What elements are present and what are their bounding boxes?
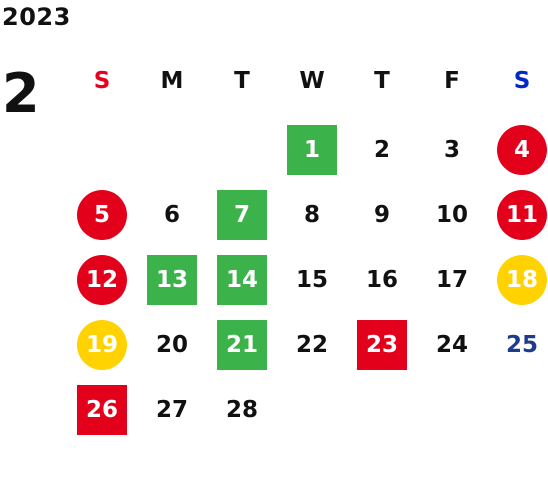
day-2: 2 [373, 137, 390, 163]
day-7: 7 [217, 190, 267, 240]
day-13: 13 [147, 255, 197, 305]
day-cell: 17 [417, 255, 487, 305]
week-row: 12 13 14 15 16 17 18 [67, 255, 548, 305]
calendar-year: 2023 [2, 3, 71, 31]
week-row: 5 6 7 8 9 10 11 [67, 190, 548, 240]
day-21: 21 [217, 320, 267, 370]
day-cell: 24 [417, 320, 487, 370]
day-20: 20 [155, 332, 188, 358]
week-row: 19 20 21 22 23 24 25 [67, 320, 548, 370]
weekday-thursday: T [374, 68, 390, 94]
day-cell: 6 [137, 190, 207, 240]
day-6: 6 [163, 202, 180, 228]
day-19: 19 [77, 320, 127, 370]
weekday-friday: F [444, 68, 460, 94]
day-cell: 2 [347, 125, 417, 175]
weekday-tuesday: T [234, 68, 250, 94]
day-cell: 28 [207, 385, 277, 435]
weekday-wednesday: W [299, 68, 325, 94]
day-cell: 3 [417, 125, 487, 175]
day-cell [417, 385, 487, 435]
day-cell [207, 125, 277, 175]
day-4: 4 [497, 125, 547, 175]
day-cell: 20 [137, 320, 207, 370]
day-cell [277, 385, 347, 435]
day-cell: 5 [67, 190, 137, 240]
day-cell [347, 385, 417, 435]
day-cell: 14 [207, 255, 277, 305]
day-cell: 27 [137, 385, 207, 435]
day-3: 3 [443, 137, 460, 163]
weekday-sunday: S [93, 68, 111, 94]
day-cell [487, 385, 548, 435]
day-18: 18 [497, 255, 547, 305]
day-cell: 13 [137, 255, 207, 305]
day-23: 23 [357, 320, 407, 370]
day-25: 25 [505, 332, 538, 358]
day-cell: 10 [417, 190, 487, 240]
day-cell: 7 [207, 190, 277, 240]
day-12: 12 [77, 255, 127, 305]
day-cell: 19 [67, 320, 137, 370]
day-24: 24 [435, 332, 468, 358]
day-14: 14 [217, 255, 267, 305]
day-22: 22 [295, 332, 328, 358]
day-cell: 8 [277, 190, 347, 240]
day-cell: 16 [347, 255, 417, 305]
week-row: 26 27 28 [67, 385, 548, 435]
day-cell: 9 [347, 190, 417, 240]
day-11: 11 [497, 190, 547, 240]
weekday-monday: M [160, 68, 184, 94]
day-cell: 25 [487, 320, 548, 370]
day-cell: 4 [487, 125, 548, 175]
day-cell: 26 [67, 385, 137, 435]
day-10: 10 [435, 202, 468, 228]
day-cell: 21 [207, 320, 277, 370]
day-28: 28 [225, 397, 258, 423]
day-1: 1 [287, 125, 337, 175]
weekday-header-row: S M T W T F S [67, 66, 548, 96]
day-15: 15 [295, 267, 328, 293]
day-26: 26 [77, 385, 127, 435]
day-5: 5 [77, 190, 127, 240]
day-cell: 11 [487, 190, 548, 240]
day-cell: 15 [277, 255, 347, 305]
calendar-month: 2 [2, 62, 40, 125]
day-cell: 23 [347, 320, 417, 370]
day-cell: 22 [277, 320, 347, 370]
day-9: 9 [373, 202, 390, 228]
day-cell [67, 125, 137, 175]
weekday-saturday: S [513, 68, 531, 94]
day-16: 16 [365, 267, 398, 293]
day-27: 27 [155, 397, 188, 423]
day-cell: 12 [67, 255, 137, 305]
day-17: 17 [435, 267, 468, 293]
day-cell [137, 125, 207, 175]
day-8: 8 [303, 202, 320, 228]
day-cell: 18 [487, 255, 548, 305]
day-cell: 1 [277, 125, 347, 175]
week-row: 1 2 3 4 [67, 125, 548, 175]
